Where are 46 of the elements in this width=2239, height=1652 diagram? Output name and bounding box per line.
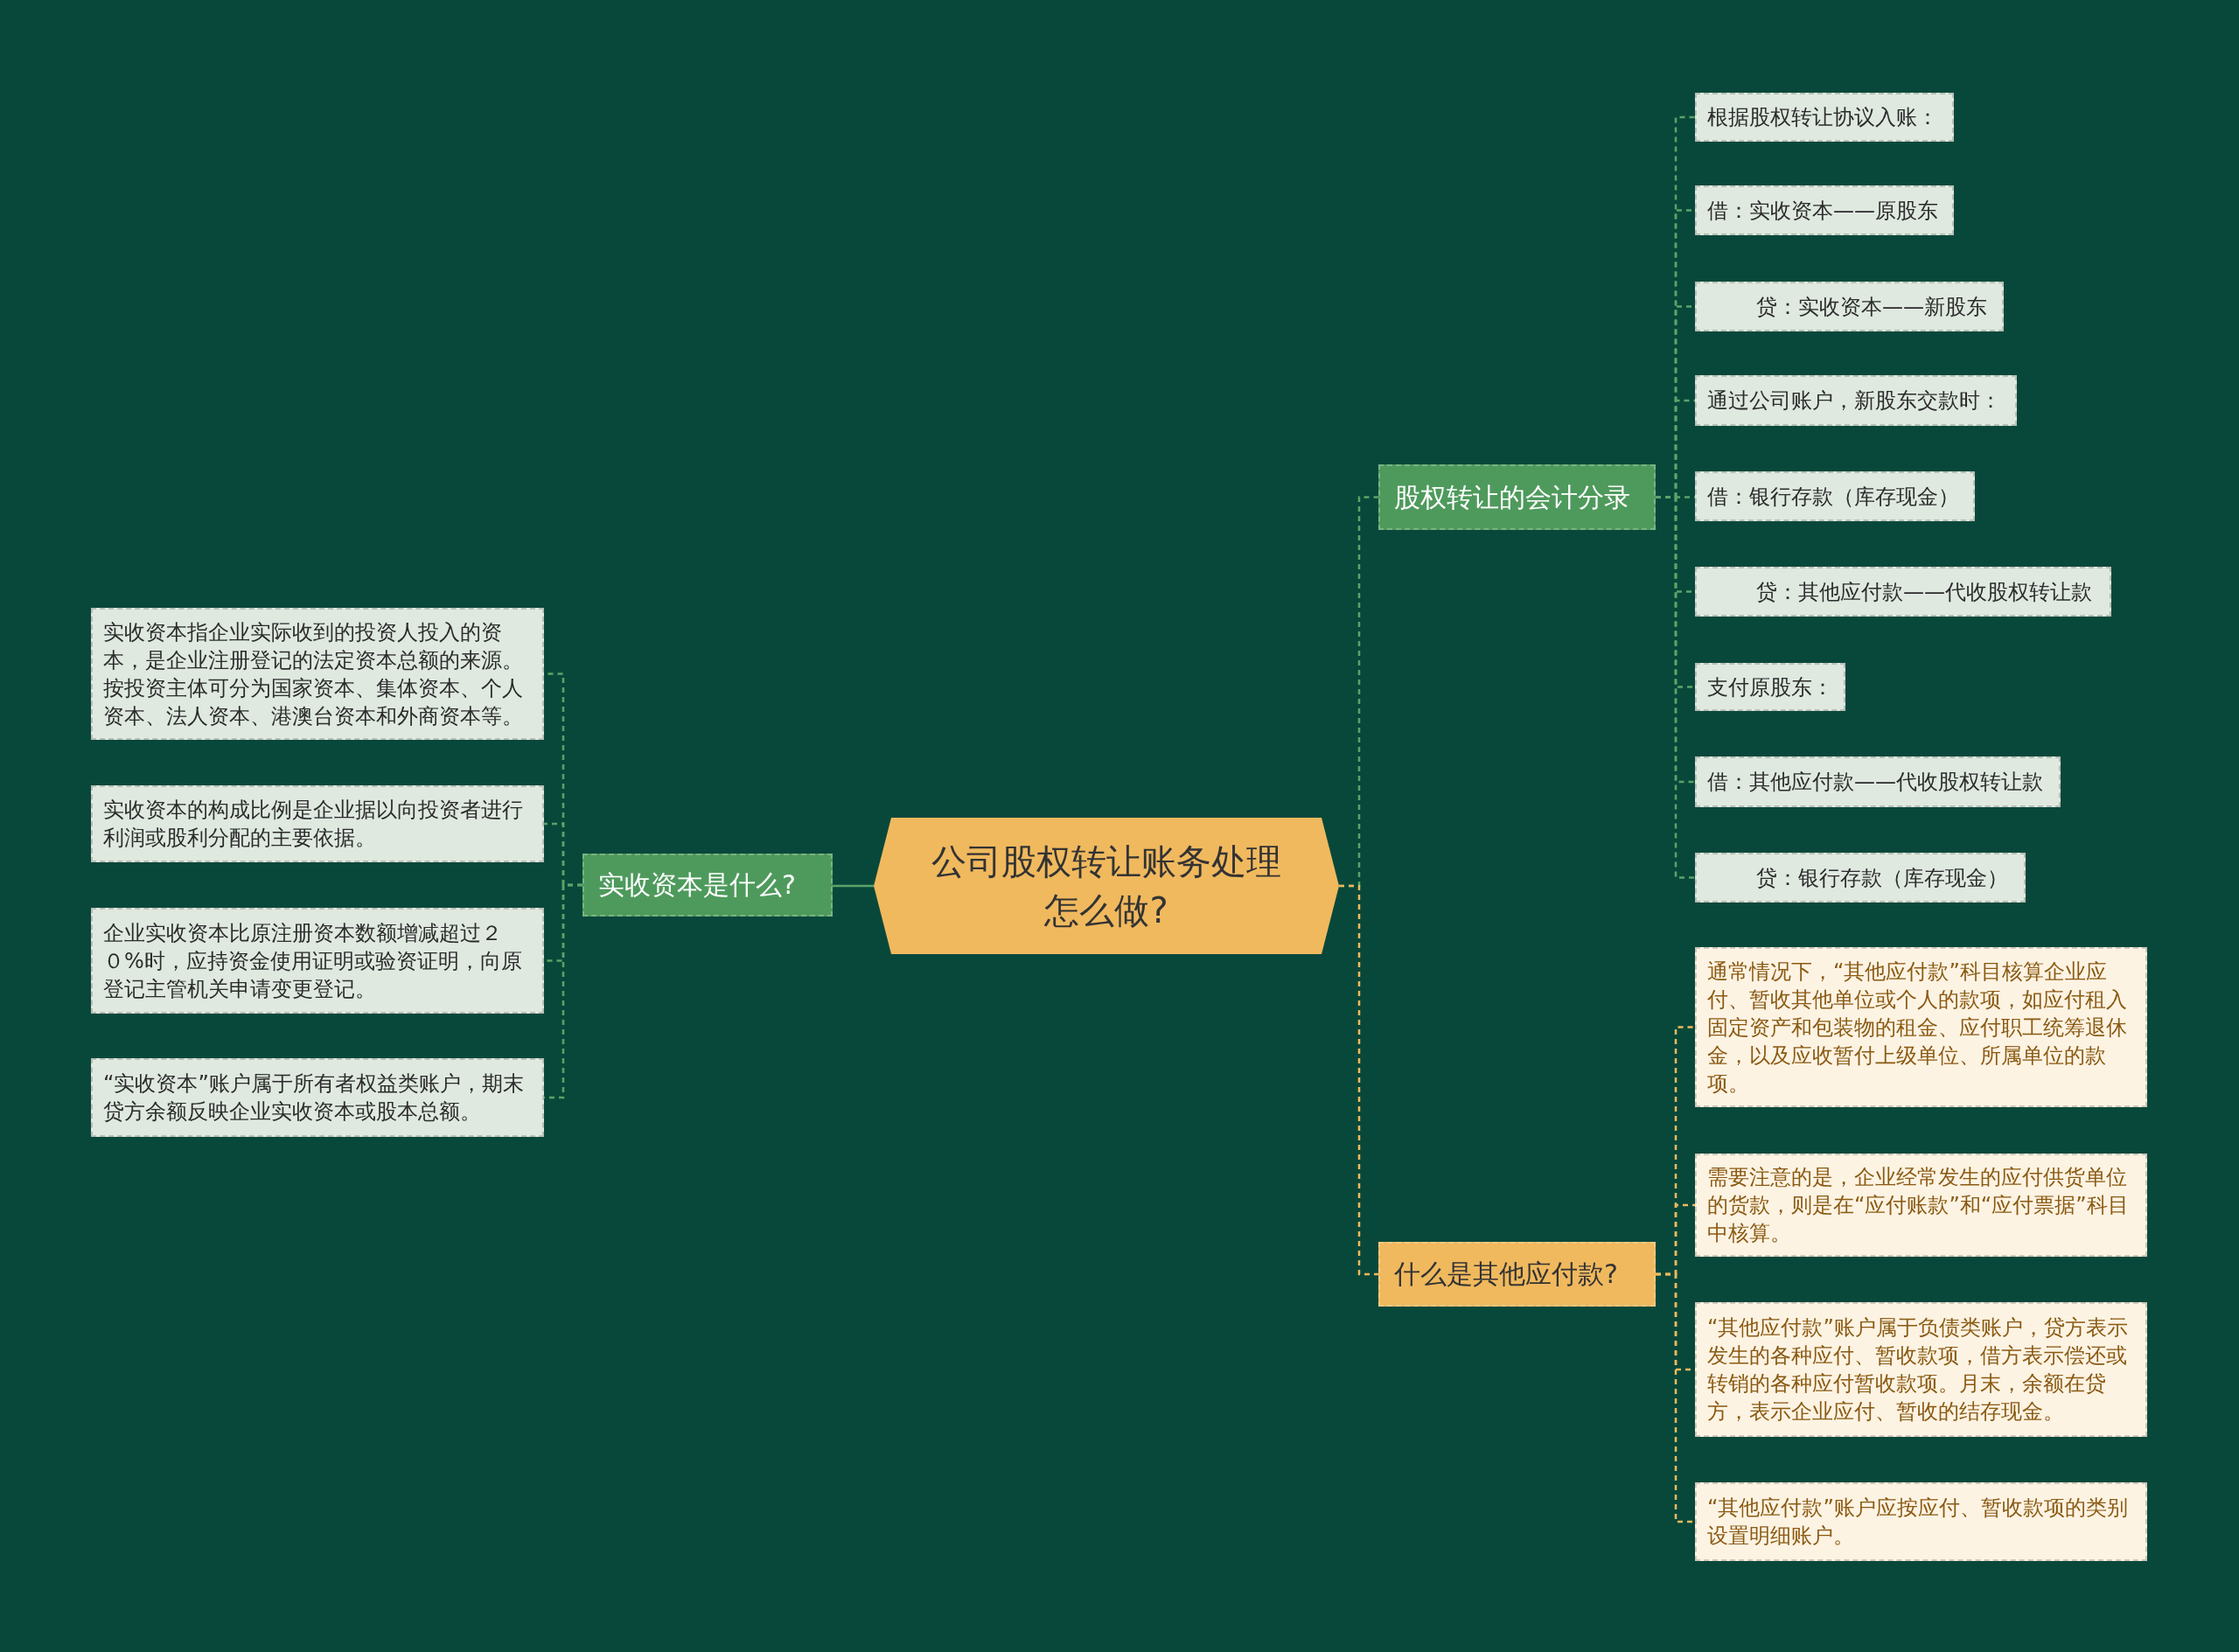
connector-line bbox=[1656, 1272, 1695, 1523]
note-box bbox=[1695, 375, 2017, 426]
topic-text: “其他应付款”账户应按应付、暂收款项的类别设置明细账户。 bbox=[1707, 1495, 2129, 1550]
note-box bbox=[91, 1058, 544, 1137]
topic-text: 贷：银行存款（库存现金） bbox=[1756, 864, 2009, 892]
topic-text: 需要注意的是，企业经常发生的应付供货单位的货款，则是在“应付账款”和“应付票据”科目中核算。 bbox=[1707, 1164, 2130, 1247]
note-box bbox=[1695, 185, 1954, 235]
topic-text: 支付原股东： bbox=[1707, 673, 1833, 701]
note-box bbox=[1695, 282, 2004, 331]
note-box bbox=[1695, 567, 2111, 617]
topic-text: 借：实收资本——原股东 bbox=[1707, 197, 1939, 225]
branch-box bbox=[1378, 464, 1656, 530]
topic-text: 借：其他应付款——代收股权转让款 bbox=[1707, 769, 2044, 796]
note-box bbox=[1695, 1154, 2147, 1257]
topic-text: 根据股权转让协议入账： bbox=[1707, 104, 1939, 131]
connector-line bbox=[833, 884, 874, 888]
note-box bbox=[91, 908, 544, 1014]
note-box bbox=[1695, 853, 2026, 903]
topic-text: 贷：其他应付款——代收股权转让款 bbox=[1756, 578, 2093, 606]
topic-text: 通常情况下，“其他应付款”科目核算企业应付、暂收其他单位或个人的款项，如应付租入固定资产和包装物的租金、应付职工统筹退休金，以及应收暂付上级单位、所属单位的款项。 bbox=[1707, 958, 2128, 1098]
topic-text: 贷：实收资本——新股东 bbox=[1756, 293, 1988, 321]
note-box bbox=[91, 785, 544, 862]
note-box bbox=[91, 608, 544, 740]
branch-box bbox=[582, 854, 833, 917]
topic-text: 什么是其他应付款? bbox=[1394, 1258, 1619, 1291]
topic-text: 股权转让的会计分录 bbox=[1394, 480, 1631, 514]
topic-text: 公司股权转让账务处理怎么做? bbox=[931, 840, 1282, 932]
note-box bbox=[1695, 756, 2061, 807]
topic-text: 企业实收资本比原注册资本数额增减超过２０%时，应持资金使用证明或验资证明，向原登记主管机关申请变更登记。 bbox=[103, 919, 523, 1003]
note-box bbox=[1695, 1302, 2147, 1437]
topic-text: 实收资本是什么? bbox=[598, 868, 797, 902]
connector-line bbox=[1656, 496, 1695, 879]
note-box bbox=[1695, 947, 2147, 1107]
topic-text: “其他应付款”账户属于负债类账户，贷方表示发生的各种应付、暂收款项，借方表示偿还或转销的各种应付暂收款项。月末，余额在贷方，表示企业应付、暂收的结存现金。 bbox=[1707, 1314, 2129, 1425]
connector-line bbox=[1339, 884, 1378, 1276]
topic-text: “实收资本”账户属于所有者权益类账户，期末贷方余额反映企业实收资本或股本总额。 bbox=[103, 1070, 525, 1126]
note-box bbox=[1695, 1482, 2147, 1561]
note-box bbox=[1695, 93, 1954, 142]
branch-box bbox=[1378, 1242, 1656, 1307]
topic-text: 通过公司账户，新股东交款时： bbox=[1707, 387, 2002, 415]
note-box bbox=[1695, 663, 1845, 711]
topic-hexagon bbox=[874, 818, 1339, 954]
topic-text: 实收资本指企业实际收到的投资人投入的资本，是企业注册登记的法定资本总额的来源。按投资主体可分为国家资本、集体资本、个人资本、法人资本、港澳台资本和外商资本等。 bbox=[103, 618, 524, 730]
note-box bbox=[1695, 471, 1975, 521]
topic-text: 实收资本的构成比例是企业据以向投资者进行利润或股利分配的主要依据。 bbox=[103, 797, 524, 852]
topic-text: 借：银行存款（库存现金） bbox=[1707, 483, 1960, 511]
